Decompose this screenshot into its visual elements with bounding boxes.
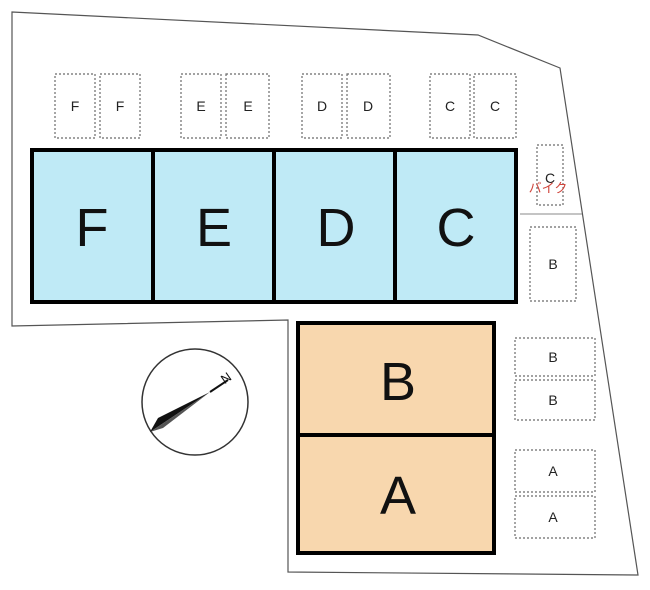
unit-label: F [76, 198, 109, 258]
unit-label: A [380, 466, 416, 526]
svg-text:D: D [317, 98, 327, 114]
svg-text:B: B [548, 349, 557, 365]
parking-stall: F [54, 73, 96, 139]
parking-stall: E [225, 73, 270, 139]
parking-stall: F [99, 73, 141, 139]
unit-label: C [437, 198, 476, 258]
parking-stall: A [514, 495, 596, 539]
compass: N [141, 348, 249, 456]
bike-parking-label: バイク [529, 181, 568, 196]
unit-label: D [317, 198, 356, 258]
building-unit-c [393, 148, 518, 304]
building-unit-e [151, 148, 276, 304]
svg-text:B: B [548, 392, 557, 408]
svg-text:C: C [545, 170, 555, 186]
parking-stall: D [346, 73, 391, 139]
top-parking-row: F F E E D D C C [54, 73, 517, 139]
parking-stall: E [180, 73, 222, 139]
building-unit-d [272, 148, 397, 304]
parking-stall: C [536, 144, 564, 206]
unit-label: B [380, 352, 416, 412]
parking-stall: C [429, 73, 471, 139]
building-row-cfed: F E D C [30, 148, 518, 304]
svg-text:A: A [548, 509, 558, 525]
unit-label: E [196, 198, 232, 258]
parking-stall: B [514, 379, 596, 421]
parking-stall: C [473, 73, 517, 139]
parking-stall: B [514, 337, 596, 377]
svg-text:B: B [548, 256, 557, 272]
svg-text:E: E [243, 98, 252, 114]
building-stack-ab: B A [296, 321, 496, 555]
svg-text:C: C [445, 98, 455, 114]
building-unit-b [296, 321, 496, 437]
svg-text:C: C [490, 98, 500, 114]
svg-text:E: E [196, 98, 205, 114]
svg-text:D: D [363, 98, 373, 114]
north-arrow-icon [150, 379, 229, 432]
svg-text:F: F [71, 98, 80, 114]
building-unit-a [296, 433, 496, 555]
parking-stall: A [514, 449, 596, 493]
svg-text:A: A [548, 463, 558, 479]
parking-stall: D [301, 73, 343, 139]
parking-stall: B [529, 226, 577, 302]
svg-text:F: F [116, 98, 125, 114]
